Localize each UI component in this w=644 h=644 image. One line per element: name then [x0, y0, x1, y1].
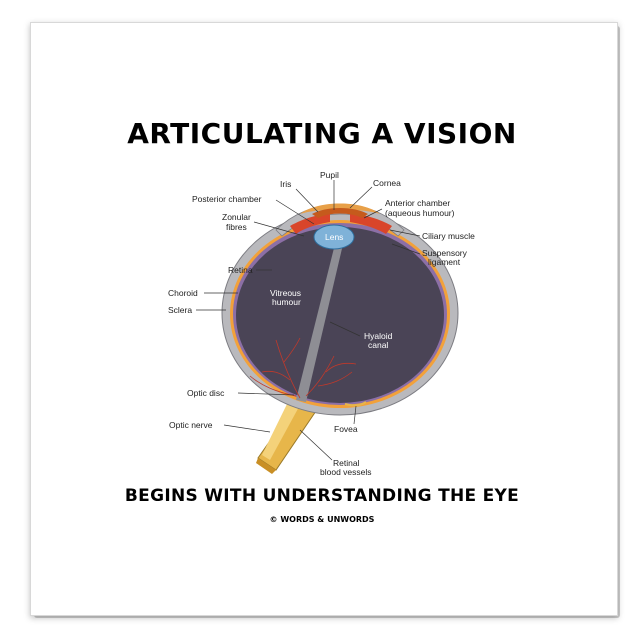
- leader-lines: [196, 180, 421, 461]
- label-suspensory-2: ligament: [428, 257, 461, 267]
- label-suspensory-1: Suspensory: [422, 248, 468, 258]
- label-optic-disc: Optic disc: [187, 388, 225, 398]
- copyright-text: © WORDS & UNWORDS: [269, 515, 375, 524]
- label-vitreous-1: Vitreous: [270, 288, 301, 298]
- label-zonular-2: fibres: [226, 222, 247, 232]
- label-optic-nerve: Optic nerve: [169, 420, 213, 430]
- label-posterior-chamber: Posterior chamber: [192, 194, 262, 204]
- front-structures: [275, 203, 405, 237]
- label-iris: Iris: [280, 179, 291, 189]
- fovea-shape: [344, 401, 367, 407]
- label-cornea: Cornea: [373, 178, 401, 188]
- label-hyaloid-2: canal: [368, 340, 388, 350]
- label-lens: Lens: [325, 232, 343, 242]
- page-subtitle: BEGINS WITH UNDERSTANDING THE EYE: [124, 486, 520, 506]
- vitreous-shape: [236, 227, 444, 403]
- page-title: ARTICULATING A VISION: [127, 117, 517, 150]
- label-ciliary-muscle: Ciliary muscle: [422, 231, 475, 241]
- label-anterior-chamber-2: (aqueous humour): [385, 208, 455, 218]
- lens-shape: [313, 224, 355, 250]
- label-zonular-1: Zonular: [222, 212, 251, 222]
- label-sclera: Sclera: [168, 305, 192, 315]
- label-pupil: Pupil: [320, 170, 339, 180]
- label-retinal-2: blood vessels: [320, 467, 372, 477]
- label-hyaloid-1: Hyaloid: [364, 331, 393, 341]
- label-choroid: Choroid: [168, 288, 198, 298]
- label-vitreous-2: humour: [272, 297, 301, 307]
- hyaloid-canal-shape: [296, 240, 344, 402]
- optic-nerve-shape: [256, 397, 319, 474]
- label-retina: Retina: [228, 265, 253, 275]
- label-anterior-chamber-1: Anterior chamber: [385, 198, 450, 208]
- label-fovea: Fovea: [334, 424, 358, 434]
- label-retinal-1: Retinal: [333, 458, 360, 468]
